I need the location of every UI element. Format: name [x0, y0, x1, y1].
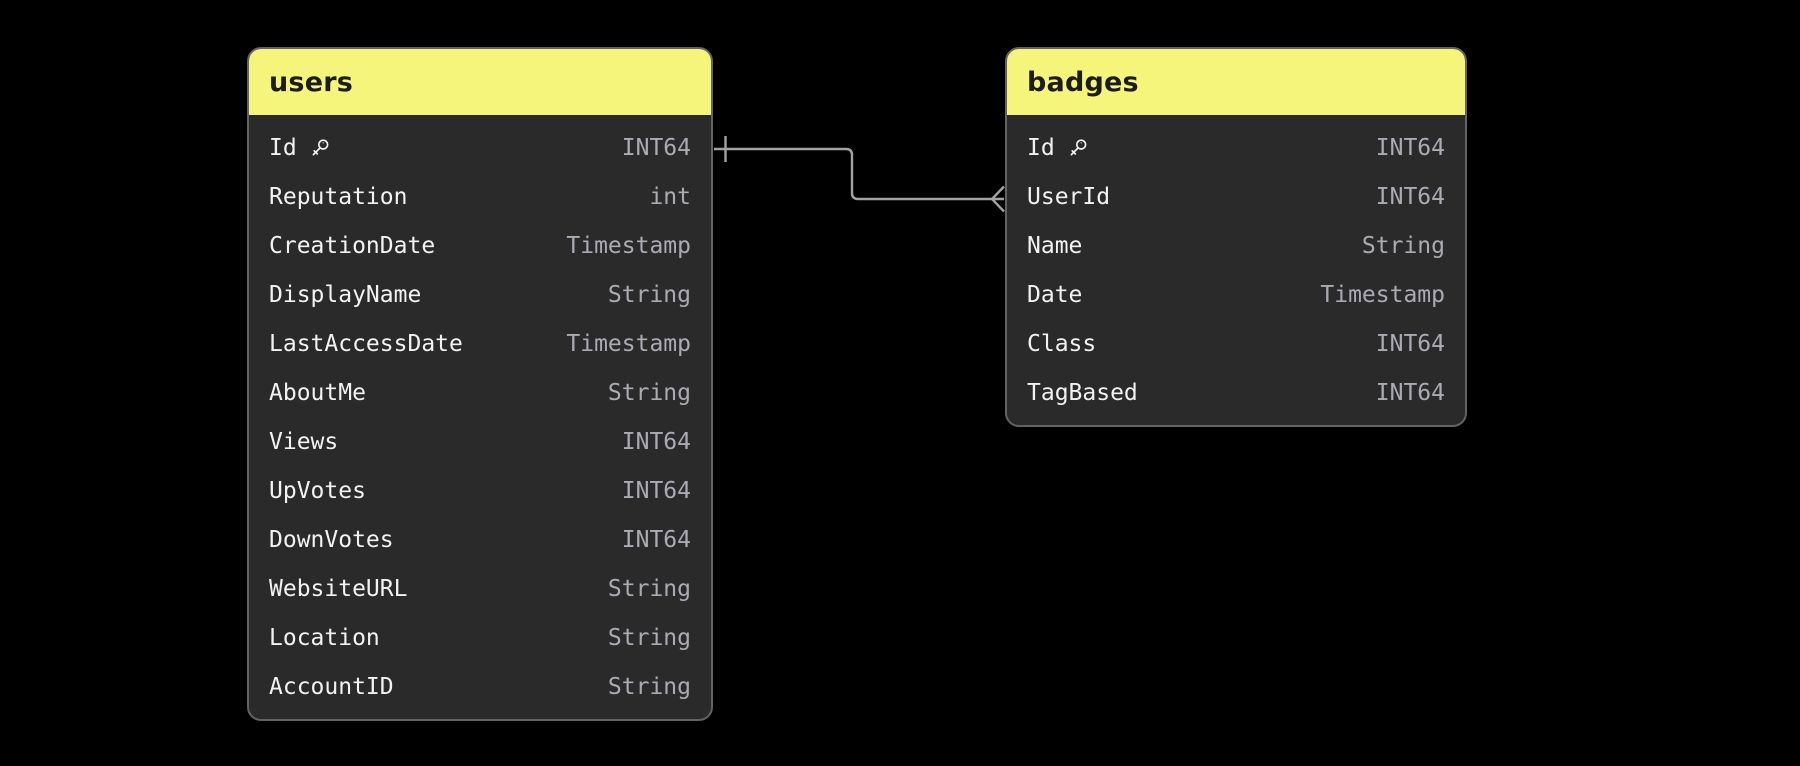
- field-name-wrap: Id: [1027, 135, 1090, 161]
- field-name-wrap: Class: [1027, 331, 1096, 357]
- table-row[interactable]: Id INT64: [249, 123, 711, 172]
- field-name: Id: [269, 134, 297, 161]
- table-row[interactable]: AccountID String: [249, 662, 711, 711]
- field-type: String: [607, 379, 691, 406]
- field-type: INT64: [1375, 330, 1445, 357]
- field-name: LastAccessDate: [269, 330, 463, 357]
- table-row[interactable]: Date Timestamp: [1007, 270, 1465, 319]
- field-name-wrap: Reputation: [269, 184, 407, 210]
- table-row[interactable]: Class INT64: [1007, 319, 1465, 368]
- field-name: Date: [1027, 281, 1083, 308]
- table-row[interactable]: WebsiteURL String: [249, 564, 711, 613]
- field-name: TagBased: [1027, 379, 1138, 406]
- field-name-wrap: AboutMe: [269, 380, 366, 406]
- many-crow-foot-icon: [990, 185, 1005, 213]
- field-name-wrap: Views: [269, 429, 338, 455]
- relationship-line[interactable]: [714, 147, 992, 201]
- table-row[interactable]: UpVotes INT64: [249, 466, 711, 515]
- field-type: INT64: [1375, 134, 1445, 161]
- field-name: AboutMe: [269, 379, 366, 406]
- table-row[interactable]: Id INT64: [1007, 123, 1465, 172]
- field-name: Reputation: [269, 183, 408, 210]
- field-type: int: [649, 183, 691, 210]
- field-name-wrap: UpVotes: [269, 478, 366, 504]
- field-name: Views: [269, 428, 339, 455]
- field-name-wrap: Name: [1027, 233, 1082, 259]
- field-type: String: [1361, 232, 1445, 259]
- field-name: UserId: [1027, 183, 1111, 210]
- table-badges-body: Id INT64 UserId INT64 Name String: [1007, 115, 1465, 425]
- field-type: String: [607, 624, 691, 651]
- field-type: INT64: [621, 526, 691, 553]
- field-name: CreationDate: [269, 232, 436, 259]
- field-name-wrap: CreationDate: [269, 233, 435, 259]
- field-name-wrap: DownVotes: [269, 527, 394, 553]
- field-type: INT64: [621, 477, 691, 504]
- table-row[interactable]: DownVotes INT64: [249, 515, 711, 564]
- table-users-title: users: [269, 66, 353, 98]
- field-name-wrap: UserId: [1027, 184, 1110, 210]
- table-row[interactable]: Name String: [1007, 221, 1465, 270]
- field-type: String: [607, 673, 691, 700]
- field-name: DownVotes: [269, 526, 394, 553]
- table-row[interactable]: CreationDate Timestamp: [249, 221, 711, 270]
- field-name: AccountID: [269, 673, 394, 700]
- field-type: String: [607, 281, 691, 308]
- field-name: Class: [1027, 330, 1097, 357]
- field-name-wrap: LastAccessDate: [269, 331, 463, 357]
- field-type: Timestamp: [566, 232, 691, 259]
- table-row[interactable]: DisplayName String: [249, 270, 711, 319]
- field-name: Location: [269, 624, 380, 651]
- field-name-wrap: AccountID: [269, 674, 394, 700]
- field-name: UpVotes: [269, 477, 366, 504]
- table-badges-header[interactable]: badges: [1007, 49, 1465, 115]
- field-name-wrap: Date: [1027, 282, 1082, 308]
- field-type: Timestamp: [1320, 281, 1445, 308]
- field-type: INT64: [1375, 379, 1445, 406]
- field-name-wrap: Location: [269, 625, 380, 651]
- field-type: Timestamp: [566, 330, 691, 357]
- field-name-wrap: Id: [269, 135, 332, 161]
- field-name: Id: [1027, 134, 1055, 161]
- field-name-wrap: TagBased: [1027, 380, 1138, 406]
- table-row[interactable]: UserId INT64: [1007, 172, 1465, 221]
- table-row[interactable]: Reputation int: [249, 172, 711, 221]
- table-row[interactable]: AboutMe String: [249, 368, 711, 417]
- table-users-header[interactable]: users: [249, 49, 711, 115]
- field-name: Name: [1027, 232, 1083, 259]
- field-name-wrap: DisplayName: [269, 282, 421, 308]
- primary-key-icon: [308, 137, 332, 161]
- field-name: WebsiteURL: [269, 575, 408, 602]
- field-type: INT64: [1375, 183, 1445, 210]
- table-users[interactable]: users Id INT64 Reputation int CreationD: [247, 47, 713, 721]
- table-row[interactable]: Location String: [249, 613, 711, 662]
- field-type: INT64: [621, 428, 691, 455]
- field-type: String: [607, 575, 691, 602]
- field-name: DisplayName: [269, 281, 422, 308]
- primary-key-icon: [1066, 137, 1090, 161]
- table-badges[interactable]: badges Id INT64 UserId INT64 Name: [1005, 47, 1467, 427]
- table-row[interactable]: LastAccessDate Timestamp: [249, 319, 711, 368]
- table-users-body: Id INT64 Reputation int CreationDate Tim…: [249, 115, 711, 719]
- field-name-wrap: WebsiteURL: [269, 576, 407, 602]
- field-type: INT64: [621, 134, 691, 161]
- table-badges-title: badges: [1027, 66, 1139, 98]
- table-row[interactable]: TagBased INT64: [1007, 368, 1465, 417]
- table-row[interactable]: Views INT64: [249, 417, 711, 466]
